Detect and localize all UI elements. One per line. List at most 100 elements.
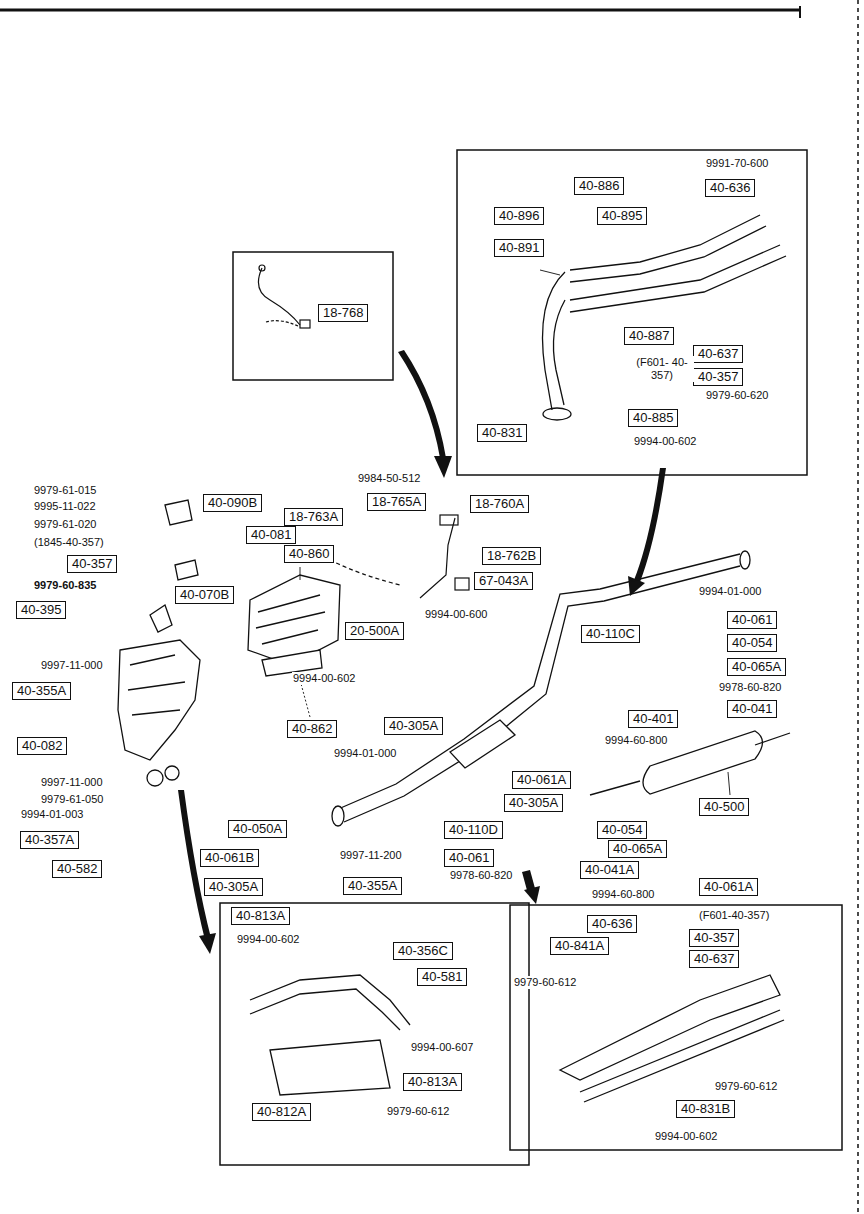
part-number: 40-401 [633, 711, 673, 726]
part-number: 40-305A [509, 795, 558, 810]
part-number: 40-061B [205, 850, 254, 865]
part-number: 40-355A [348, 878, 397, 893]
callout-number: 9994-60-800 [591, 888, 655, 901]
part-number: 40-831B [681, 1101, 730, 1116]
part-number-box: 40-813A [231, 907, 290, 925]
part-number-box: 40-841A [550, 937, 609, 955]
callout-number: (F601-40-357) [698, 909, 770, 922]
part-number: 40-054 [732, 635, 772, 650]
part-number: 40-061A [517, 772, 566, 787]
part-number: 40-041A [585, 862, 634, 877]
part-number: 40-357 [698, 369, 738, 384]
part-number-box: 40-860 [284, 545, 334, 563]
part-number-box: 40-831 [477, 424, 527, 442]
part-number-box: 40-110C [581, 625, 640, 643]
part-number: 40-891 [499, 240, 539, 255]
part-number-box: 40-054 [597, 821, 647, 839]
part-number-box: 40-082 [17, 737, 67, 755]
part-number-box: 40-110D [444, 821, 503, 839]
part-number: 40-636 [592, 916, 632, 931]
part-number-box: 40-636 [705, 179, 755, 197]
part-number-box: 18-763A [284, 508, 343, 526]
part-number-box: 40-061 [727, 611, 777, 629]
part-number: 40-581 [422, 969, 462, 984]
heat-shield [248, 575, 340, 676]
part-number-box: 40-581 [417, 968, 467, 986]
part-number: 18-768 [323, 305, 363, 320]
part-number: 40-862 [292, 721, 332, 736]
part-number-box: 40-355A [343, 877, 402, 895]
callout-number: 9997-11-200 [339, 849, 403, 862]
part-number-box: 40-357 [67, 555, 117, 573]
part-number: 40-061 [449, 850, 489, 865]
part-number: 40-813A [236, 908, 285, 923]
part-number: 40-082 [22, 738, 62, 753]
part-number: 40-395 [21, 602, 61, 617]
callout-number: 9994-00-602 [654, 1130, 718, 1143]
part-number: 40-110D [449, 822, 498, 837]
callout-number: 9979-60-835 [33, 579, 97, 592]
part-number: 40-357 [694, 930, 734, 945]
part-number: 40-081 [251, 527, 291, 542]
part-number-box: 40-356C [393, 942, 453, 960]
part-number: 40-070B [180, 587, 229, 602]
part-number-box: 40-896 [494, 207, 544, 225]
part-number: 40-061A [704, 879, 753, 894]
callout-number: 9978-60-820 [449, 869, 513, 882]
callout-number: 9994-00-607 [410, 1041, 474, 1054]
part-number: 18-762B [487, 548, 536, 563]
part-number: 40-636 [710, 180, 750, 195]
part-number: 20-500A [350, 623, 399, 638]
part-number-box: 40-637 [689, 950, 739, 968]
part-number-box: 18-765A [367, 493, 426, 511]
part-number: 40-813A [408, 1074, 457, 1089]
part-number: 40-041 [732, 701, 772, 716]
callout-number: 9979-60-612 [386, 1105, 450, 1118]
part-number-box: 40-090B [203, 494, 262, 512]
inset-frames [220, 150, 842, 1165]
callout-number: 9995-11-022 [33, 500, 97, 513]
part-number-box: 40-065A [727, 658, 786, 676]
part-number-box: 18-768 [318, 304, 368, 322]
part-number-box: 40-041 [727, 700, 777, 718]
part-number-box: 40-813A [403, 1073, 462, 1091]
part-number: 40-637 [694, 951, 734, 966]
callout-number: 9994-01-000 [333, 747, 397, 760]
part-number: 40-500 [704, 799, 744, 814]
part-number-box: 40-305A [384, 717, 443, 735]
exhaust-manifold [118, 500, 200, 786]
part-number-box: 40-054 [727, 634, 777, 652]
callout-number: 9978-60-820 [718, 681, 782, 694]
part-number: 40-110C [586, 626, 635, 641]
part-number: 40-305A [209, 879, 258, 894]
part-number: 40-887 [629, 328, 669, 343]
part-number: 40-050A [233, 821, 282, 836]
callout-number: 9994-01-000 [698, 585, 762, 598]
part-number-box: 40-305A [204, 878, 263, 896]
part-number-box: 18-760A [470, 495, 529, 513]
leader-lines [300, 270, 730, 795]
part-number: 40-355A [17, 683, 66, 698]
pointer-arrows [178, 350, 666, 954]
part-number: 40-895 [602, 208, 642, 223]
part-number-box: 40-357A [20, 831, 79, 849]
part-number-box: 40-050A [228, 820, 287, 838]
part-number-box: 40-041A [580, 861, 639, 879]
part-number: 40-637 [698, 346, 738, 361]
part-number-box: 40-862 [287, 720, 337, 738]
part-number: 40-357 [72, 556, 112, 571]
part-number-box: 40-582 [52, 860, 102, 878]
part-number-box: 40-895 [597, 207, 647, 225]
oxygen-sensor [258, 265, 469, 598]
part-number: 40-896 [499, 208, 539, 223]
part-number: 40-886 [579, 178, 619, 193]
part-number: 40-090B [208, 495, 257, 510]
part-number-box: 40-081 [246, 526, 296, 544]
part-number: 18-760A [475, 496, 524, 511]
part-number-box: 40-061A [512, 771, 571, 789]
part-number-box: 40-500 [699, 798, 749, 816]
part-number-box: 40-070B [175, 586, 234, 604]
exhaust-pipe [332, 551, 750, 826]
